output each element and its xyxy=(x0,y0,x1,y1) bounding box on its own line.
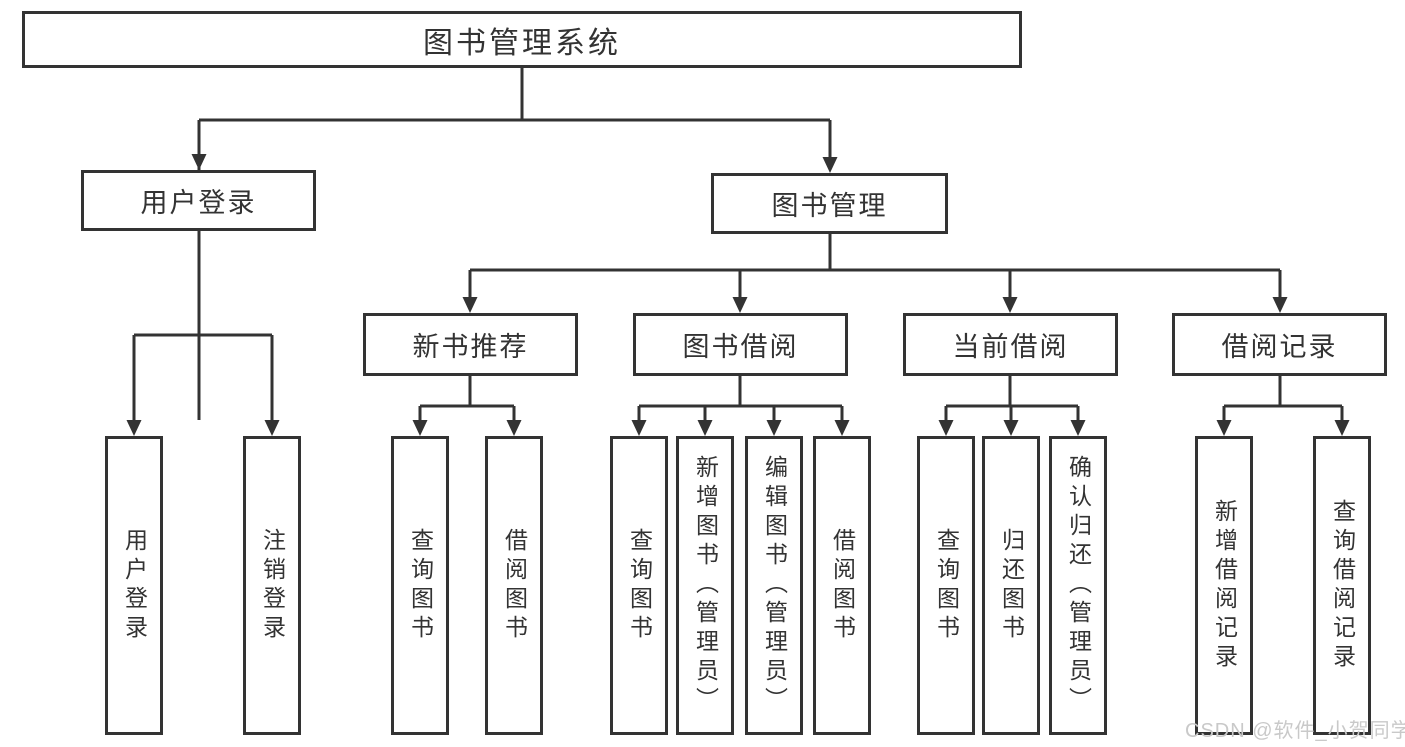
node-add-book-admin: 新增图书（管理员） xyxy=(676,436,734,735)
node-return-book: 归还图书 xyxy=(982,436,1040,735)
node-borrowing-records: 借阅记录 xyxy=(1172,313,1387,376)
node-user-login: 用户登录 xyxy=(81,170,316,231)
node-query-borrow-record: 查询借阅记录 xyxy=(1313,436,1371,735)
node-borrow-books-leaf: 借阅图书 xyxy=(813,436,871,735)
node-query-books-borrow: 查询图书 xyxy=(610,436,668,735)
node-new-book-recommend: 新书推荐 xyxy=(363,313,578,376)
node-query-books-recommend: 查询图书 xyxy=(391,436,449,735)
node-logout-leaf: 注销登录 xyxy=(243,436,301,735)
node-current-borrowing: 当前借阅 xyxy=(903,313,1118,376)
node-user-login-leaf: 用户登录 xyxy=(105,436,163,735)
csdn-watermark: CSDN @软件_小贺同学 xyxy=(1185,720,1405,742)
node-root: 图书管理系统 xyxy=(22,11,1022,68)
node-borrow-books-recommend: 借阅图书 xyxy=(485,436,543,735)
node-edit-book-admin: 编辑图书（管理员） xyxy=(745,436,803,735)
node-confirm-return-admin: 确认归还（管理员） xyxy=(1049,436,1107,735)
node-book-management: 图书管理 xyxy=(711,173,948,234)
node-book-borrowing: 图书借阅 xyxy=(633,313,848,376)
node-query-books-current: 查询图书 xyxy=(917,436,975,735)
node-add-borrow-record: 新增借阅记录 xyxy=(1195,436,1253,735)
